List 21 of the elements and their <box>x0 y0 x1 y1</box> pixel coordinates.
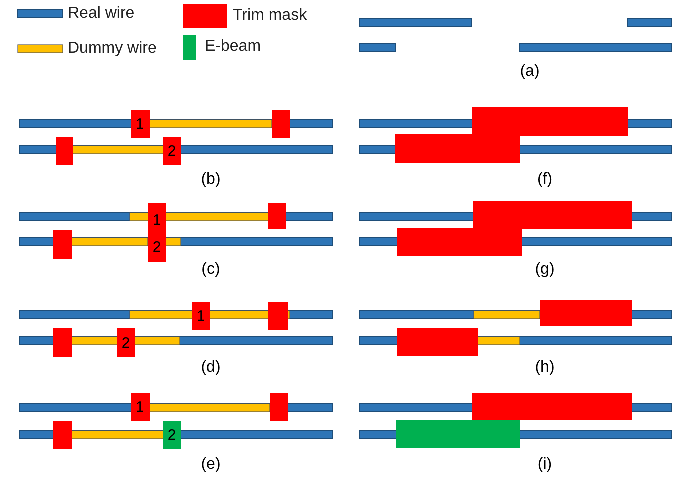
legend-label: Trim mask <box>233 7 308 25</box>
mask-number: 1 <box>196 309 206 325</box>
mask-number: 2 <box>168 428 176 444</box>
panel-label: (h) <box>535 360 555 376</box>
mask-number: 2 <box>122 336 130 352</box>
mask-number: 2 <box>152 240 162 256</box>
mask-number: 1 <box>136 117 144 133</box>
panel-label: (b) <box>201 172 221 188</box>
mask-number: 1 <box>136 400 144 416</box>
legend-label: E-beam <box>205 38 262 56</box>
panel-label: (d) <box>201 360 221 376</box>
panel-label: (e) <box>201 457 221 473</box>
panel-label: (f) <box>537 172 553 188</box>
panel-label: (i) <box>538 457 552 473</box>
legend-label: Dummy wire <box>68 40 157 58</box>
mask-number: 2 <box>168 144 176 160</box>
panel-label: (c) <box>202 262 220 278</box>
panel-label: (a) <box>520 64 540 80</box>
mask-number: 1 <box>152 213 162 229</box>
legend-label: Real wire <box>68 5 135 23</box>
panel-label: (g) <box>535 262 555 278</box>
